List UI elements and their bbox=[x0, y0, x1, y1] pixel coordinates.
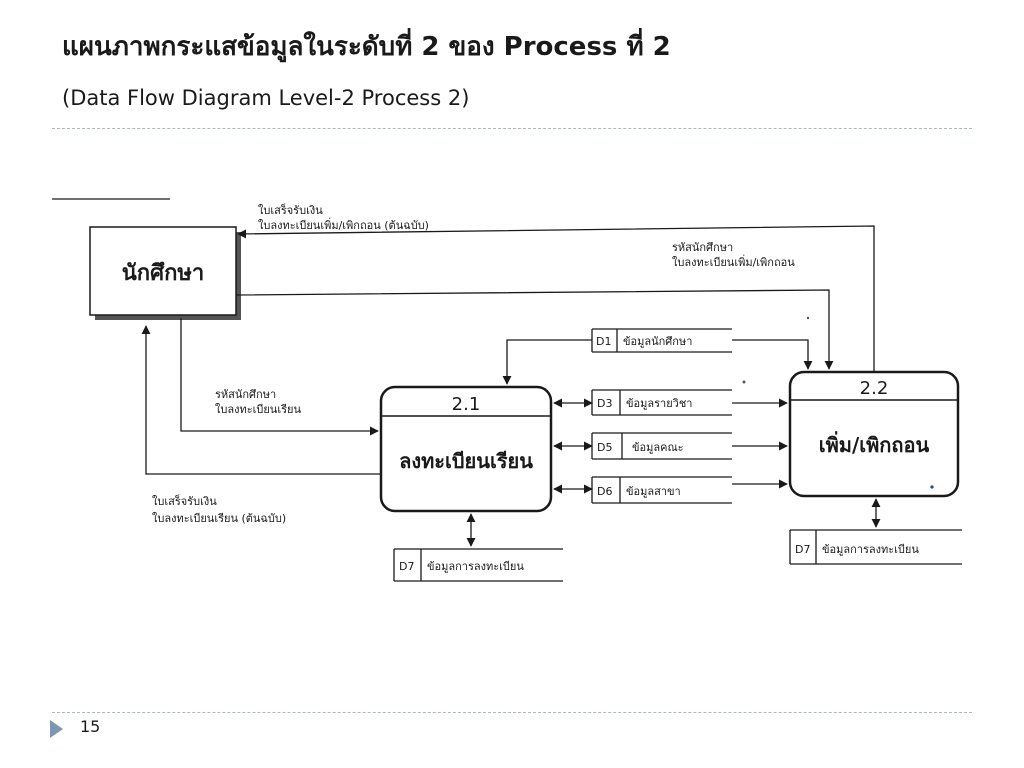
flow-label: รหัสนักศึกษา bbox=[215, 388, 276, 401]
store-id: D1 bbox=[596, 335, 611, 348]
flow-d1-to-2-1 bbox=[502, 339, 592, 385]
store-id: D6 bbox=[597, 485, 612, 498]
store-label: ข้อมูลนักศึกษา bbox=[623, 335, 692, 348]
top-divider bbox=[52, 128, 972, 129]
page-number: 15 bbox=[80, 717, 101, 736]
slide-title: แผนภาพกระแสข้อมูลในระดับที่ 2 ของ Proces… bbox=[62, 32, 671, 62]
flow-label: ใบลงทะเบียนเรียน bbox=[215, 403, 301, 416]
store-label: ข้อมูลสาขา bbox=[626, 485, 681, 498]
store-id: D3 bbox=[597, 397, 612, 410]
entity-label: นักศึกษา bbox=[122, 261, 205, 286]
store-d7-right: D7 ข้อมูลการลงทะเบียน bbox=[789, 529, 962, 565]
flow-label: ใบเสร็จรับเงิน bbox=[152, 494, 217, 508]
flow-receipt-register bbox=[141, 325, 381, 475]
store-id: D7 bbox=[795, 543, 810, 556]
entity-student: นักศึกษา bbox=[89, 226, 241, 320]
store-label: ข้อมูลการลงทะเบียน bbox=[427, 560, 524, 573]
store-d7-left: D7 ข้อมูลการลงทะเบียน bbox=[393, 548, 563, 582]
store-d5: D5 ข้อมูลคณะ bbox=[591, 432, 732, 460]
process-label: ลงทะเบียนเรียน bbox=[399, 449, 533, 473]
flow-label: ใบลงทะเบียนเรียน (ต้นฉบับ) bbox=[152, 512, 286, 525]
flow-label: ใบลงทะเบียนเพิ่ม/เพิกถอน bbox=[672, 254, 795, 269]
flow-studentid-register bbox=[180, 318, 379, 436]
process-2-1: 2.1 ลงทะเบียนเรียน bbox=[379, 385, 553, 513]
process-box bbox=[379, 385, 553, 513]
store-label: ข้อมูลคณะ bbox=[632, 441, 684, 454]
flow-label: ใบเสร็จรับเงิน bbox=[258, 203, 323, 217]
store-label: ข้อมูลรายวิชา bbox=[626, 397, 692, 410]
flow-label: ใบลงทะเบียนเพิ่ม/เพิกถอน (ต้นฉบับ) bbox=[258, 217, 429, 232]
store-d6: D6 ข้อมูลสาขา bbox=[591, 476, 732, 504]
flow-label: รหัสนักศึกษา bbox=[672, 241, 733, 254]
scan-speck bbox=[742, 380, 746, 384]
process-number: 2.1 bbox=[452, 394, 481, 415]
play-arrow-icon bbox=[50, 720, 63, 738]
flow-studentid-add-drop bbox=[235, 289, 834, 370]
slide-subtitle: (Data Flow Diagram Level-2 Process 2) bbox=[62, 86, 470, 110]
flow-d1-to-2-2 bbox=[732, 339, 813, 370]
flow-receipt-add-drop bbox=[237, 225, 875, 372]
process-number: 2.2 bbox=[860, 378, 889, 399]
store-d3: D3 ข้อมูลรายวิชา bbox=[591, 389, 732, 416]
scan-speck bbox=[930, 485, 934, 489]
bottom-divider bbox=[52, 712, 972, 713]
store-id: D7 bbox=[399, 560, 414, 573]
process-label: เพิ่ม/เพิกถอน bbox=[819, 430, 930, 457]
store-label: ข้อมูลการลงทะเบียน bbox=[822, 543, 919, 556]
process-2-2: 2.2 เพิ่ม/เพิกถอน bbox=[788, 370, 960, 498]
store-d1: D1 ข้อมูลนักศึกษา bbox=[591, 328, 732, 353]
entity-box bbox=[89, 226, 237, 316]
scan-speck bbox=[806, 316, 810, 320]
store-id: D5 bbox=[597, 441, 612, 454]
